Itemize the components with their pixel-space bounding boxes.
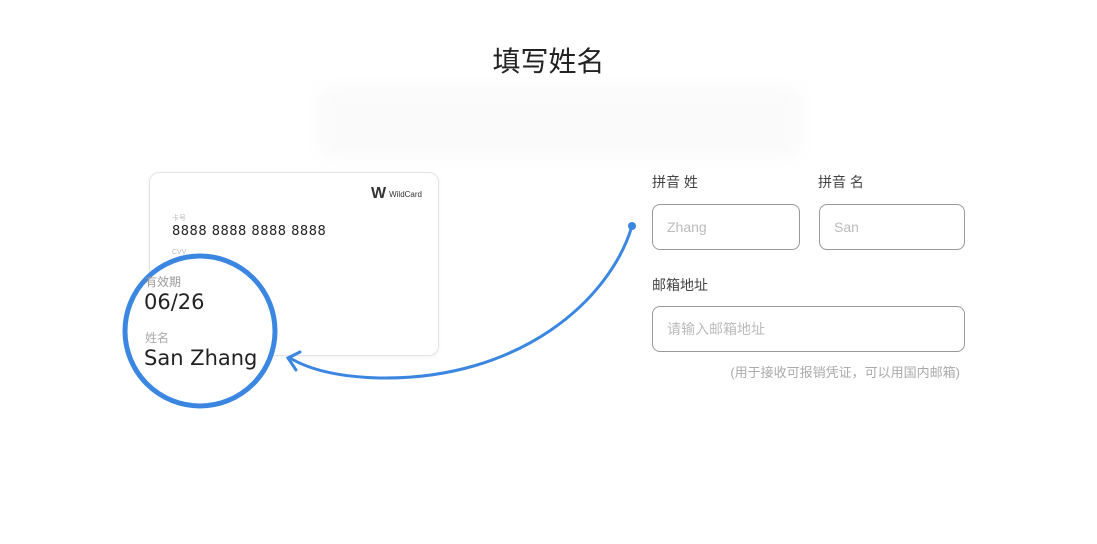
expiry-label: 有效期 <box>145 275 182 289</box>
email-hint: (用于接收可报销凭证，可以用国内邮箱) <box>730 365 960 380</box>
wildcard-logo-icon: W <box>370 185 387 202</box>
card-number: 8888 8888 8888 8888 <box>172 224 327 239</box>
cvv-label: CVV <box>172 249 187 256</box>
card-number-label: 卡号 <box>172 215 186 222</box>
email-label: 邮箱地址 <box>652 277 708 293</box>
connector-dot <box>628 222 636 230</box>
card-preview: W WildCard 卡号 8888 8888 8888 8888 CVV <box>149 172 439 356</box>
card-brand: WildCard <box>389 189 422 199</box>
blurred-subtitle <box>320 88 800 158</box>
card-logo: W WildCard <box>371 185 422 203</box>
first-name-label: 拼音 名 <box>818 174 864 190</box>
email-input[interactable] <box>652 306 965 352</box>
first-name-input[interactable] <box>819 204 965 250</box>
last-name-input[interactable] <box>652 204 800 250</box>
expiry-value: 06/26 <box>144 290 205 314</box>
name-label: 姓名 <box>145 331 170 345</box>
last-name-label: 拼音 姓 <box>652 174 698 190</box>
page-title: 填写姓名 <box>492 46 605 77</box>
cardholder-name: San Zhang <box>144 346 258 370</box>
